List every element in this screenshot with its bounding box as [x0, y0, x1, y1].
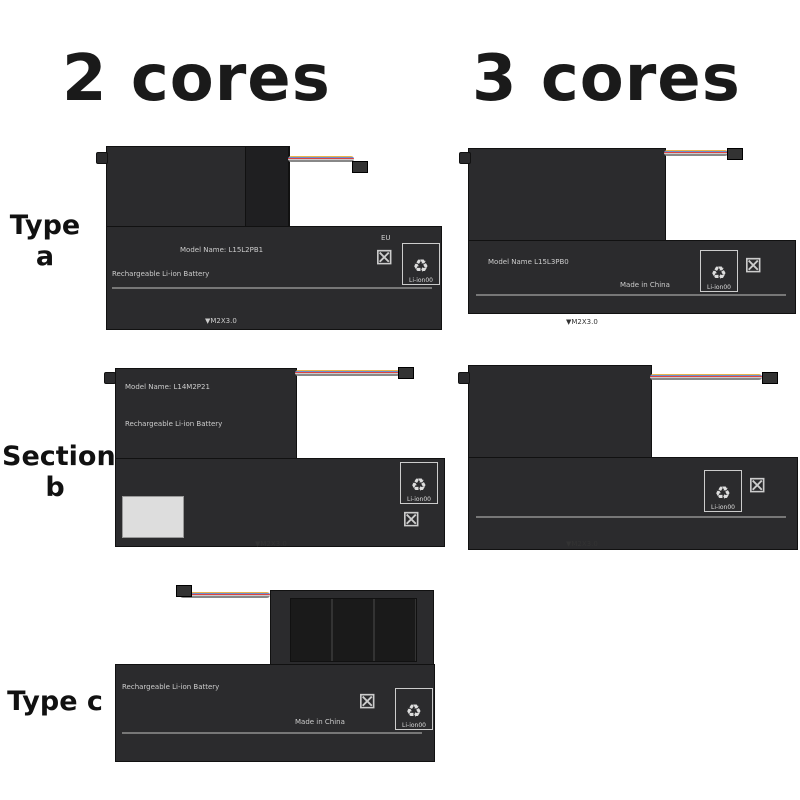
crossed-bin-icon: ⊠: [744, 253, 763, 278]
crossed-bin-icon: ⊠: [375, 245, 394, 270]
recycle-icon: ♻Li-ion00: [402, 243, 440, 285]
crossed-bin-icon: ⊠: [748, 473, 767, 498]
recycle-icon: ♻Li-ion00: [700, 250, 738, 292]
made-in-label: Made in China: [620, 281, 670, 289]
header-3-cores: 3 cores: [472, 42, 741, 116]
recycle-icon: ♻Li-ion00: [704, 470, 742, 512]
screw-label: ▼M2X3.0: [566, 540, 598, 548]
label-line: Type: [9, 210, 81, 241]
label-line: b: [45, 472, 65, 503]
recycle-icon: ♻Li-ion00: [395, 688, 433, 730]
eu-mark: EU: [381, 234, 391, 242]
made-in-label: Made in China: [295, 718, 345, 726]
screw-label: ▼M2X3.0: [205, 317, 237, 325]
recycle-icon: ♻Li-ion00: [400, 462, 438, 504]
label-line: Section: [2, 441, 116, 472]
screw-label: ▼M2X3.0: [566, 318, 598, 326]
row-label-type-c: Type c: [7, 686, 103, 717]
header-2-cores: 2 cores: [62, 42, 331, 116]
crossed-bin-icon: ⊠: [402, 507, 421, 532]
screw-label: ▼M2X3.0: [255, 540, 287, 548]
label-line: a: [35, 241, 55, 272]
crossed-bin-icon: ⊠: [358, 689, 377, 714]
